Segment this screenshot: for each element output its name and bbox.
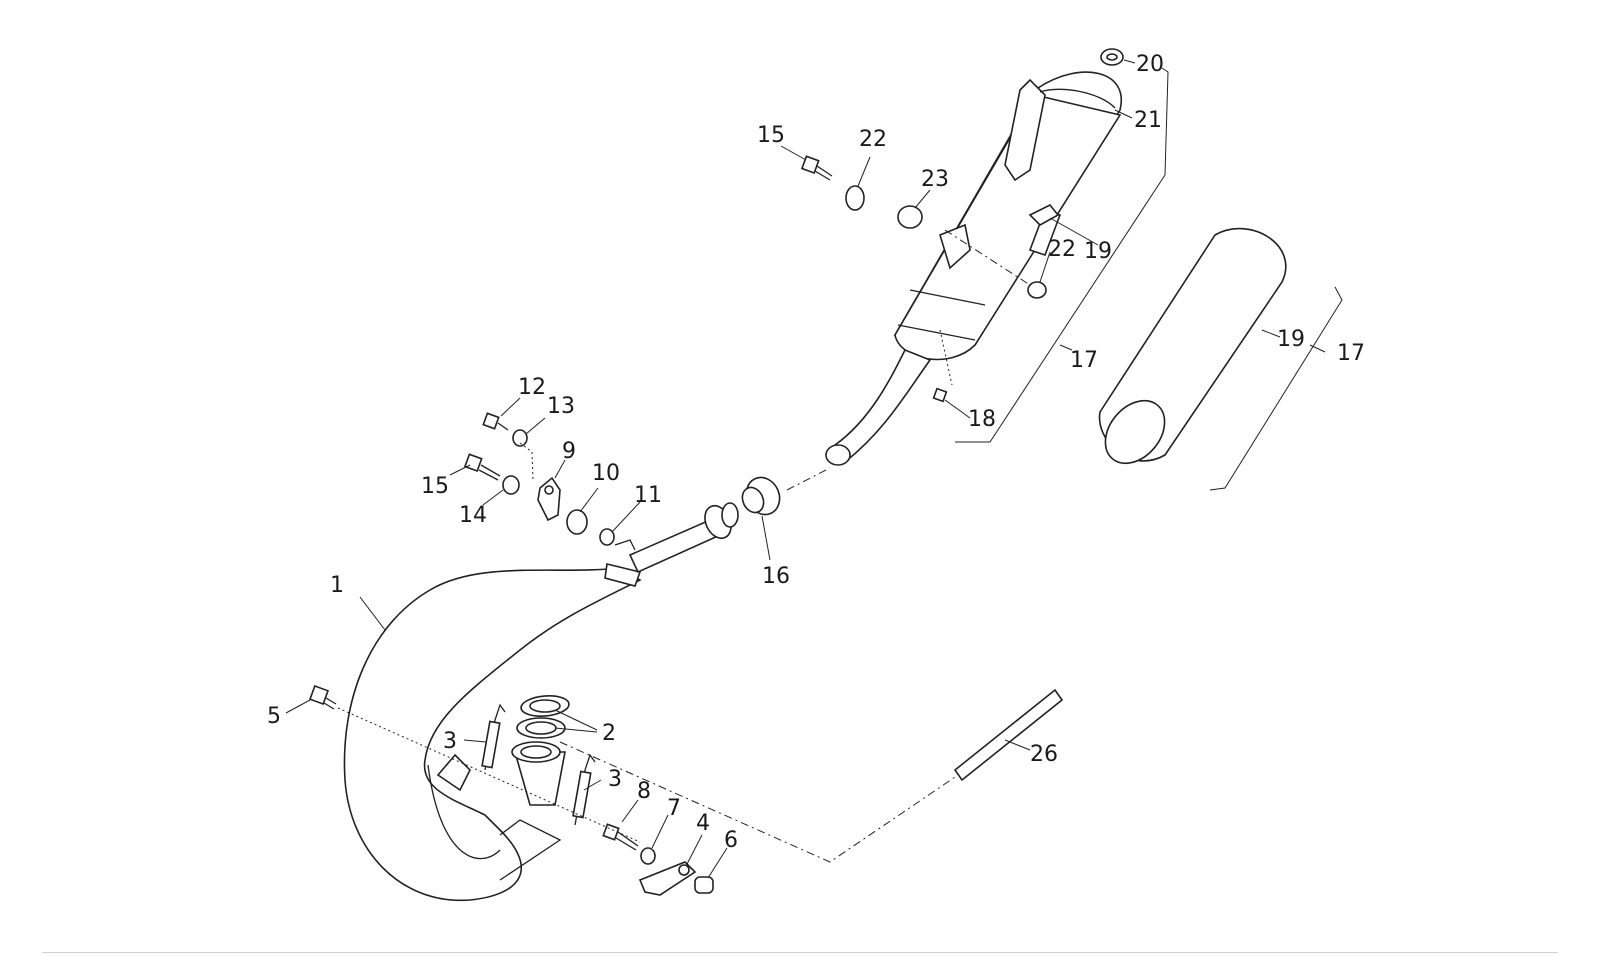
callout-13: 13 [547, 394, 575, 419]
callout-17b: 17 [1337, 341, 1365, 366]
bolt-8-part[interactable] [602, 823, 639, 851]
bolt-15a-part[interactable] [463, 453, 501, 481]
callout-7: 7 [667, 796, 681, 821]
footer-divider [42, 952, 1558, 953]
callout-14: 14 [459, 503, 487, 528]
bracket-9-part[interactable] [537, 476, 561, 522]
callout-8: 8 [637, 779, 651, 804]
callout-12: 12 [518, 375, 546, 400]
callout-19b: 19 [1277, 327, 1305, 352]
bolt-15b-part[interactable] [800, 155, 833, 181]
callout-2: 2 [602, 721, 616, 746]
rod-26-part[interactable] [953, 688, 1064, 782]
bolt-12-part[interactable] [482, 412, 509, 431]
end-cap-21-part[interactable] [1039, 88, 1116, 109]
callout-19a: 19 [1084, 239, 1112, 264]
screw-22b-part[interactable] [1027, 281, 1047, 299]
callout-labels: 1 2 3 3 4 5 6 7 8 9 10 11 12 13 14 15 15… [267, 52, 1365, 853]
callout-23: 23 [921, 167, 949, 192]
plate-19-part[interactable] [1028, 203, 1060, 226]
callout-15b: 15 [757, 123, 785, 148]
grommet-10-part[interactable] [566, 509, 588, 535]
callout-10: 10 [592, 461, 620, 486]
group-bracket-17a [955, 67, 1169, 443]
coupling-16-part[interactable] [738, 472, 785, 520]
expansion-chamber-part[interactable] [343, 502, 739, 902]
washer-13-part[interactable] [512, 429, 528, 447]
exhaust-springs-part[interactable] [481, 703, 596, 826]
mounting-bracket-part[interactable] [638, 861, 697, 896]
callout-16: 16 [762, 564, 790, 589]
callout-1: 1 [330, 573, 344, 598]
callout-26: 26 [1030, 742, 1058, 767]
callout-3a: 3 [443, 729, 457, 754]
bolt-5-part[interactable] [309, 685, 337, 710]
washer-20-part[interactable] [1100, 48, 1124, 66]
washer-14-part[interactable] [502, 475, 520, 495]
callout-5: 5 [267, 704, 281, 729]
silencer-packing-19-part[interactable] [1093, 227, 1287, 475]
callout-9: 9 [562, 439, 576, 464]
grommet-23-part[interactable] [897, 205, 923, 229]
callout-3b: 3 [608, 767, 622, 792]
callout-18: 18 [968, 407, 996, 432]
callout-21: 21 [1134, 108, 1162, 133]
leader-lines [285, 59, 1326, 879]
group-bracket-17b [1209, 286, 1343, 491]
muffler-assembly-part[interactable] [825, 71, 1123, 466]
callout-6: 6 [724, 828, 738, 853]
washer-7-part[interactable] [640, 847, 656, 865]
rubber-bushing-part[interactable] [694, 876, 714, 894]
callout-22a: 22 [859, 127, 887, 152]
callout-22b: 22 [1048, 237, 1076, 262]
spacer-11-part[interactable] [599, 528, 615, 546]
callout-4: 4 [696, 811, 710, 836]
callout-15a: 15 [421, 474, 449, 499]
washer-22a-part[interactable] [845, 185, 865, 211]
assembly-lines [337, 229, 1031, 863]
screw-18-part[interactable] [932, 387, 948, 403]
callout-20: 20 [1136, 52, 1164, 77]
o-ring-seals-part[interactable] [499, 694, 570, 881]
callout-17a: 17 [1070, 348, 1098, 373]
callout-11: 11 [634, 483, 662, 508]
